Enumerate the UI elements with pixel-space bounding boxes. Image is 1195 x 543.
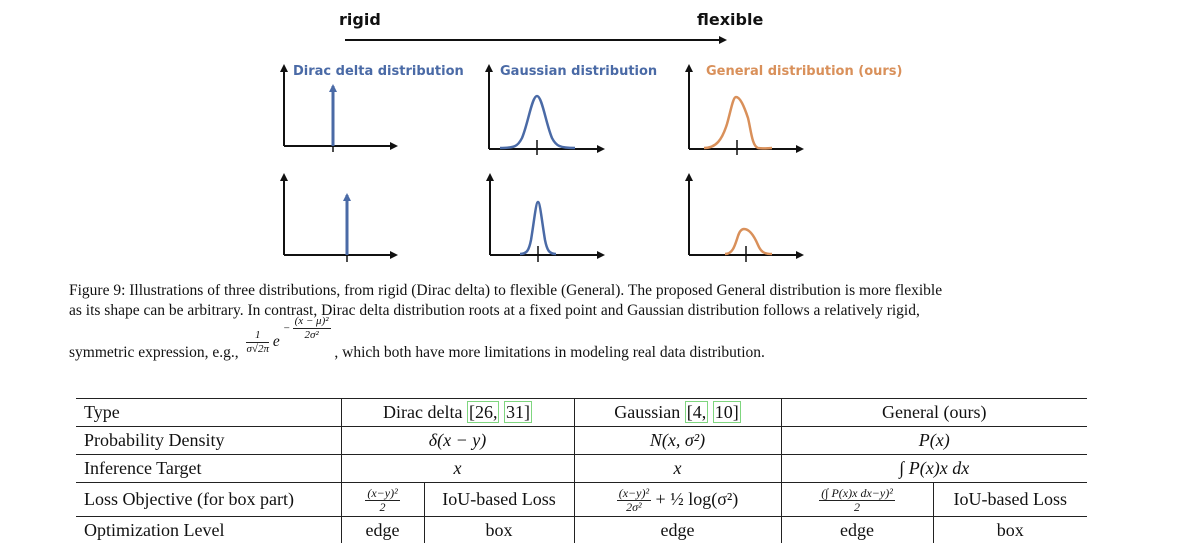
formula-coef-den: σ√2π xyxy=(246,343,268,356)
citation-26[interactable]: [26, xyxy=(467,401,500,423)
table-row-density: Probability Density δ(x − y) N(x, σ²) P(… xyxy=(76,427,1087,455)
general-box-level: box xyxy=(933,517,1087,543)
formula-exp-sign: − xyxy=(284,323,290,335)
formula-exp-den: 2σ² xyxy=(293,329,331,342)
distribution-comparison-table: Type Dirac delta [26, 31] Gaussian [4, 1… xyxy=(76,398,1087,543)
dirac-density: δ(x − y) xyxy=(341,427,574,455)
general-box-loss: IoU-based Loss xyxy=(933,483,1087,517)
citation-31[interactable]: 31] xyxy=(504,401,532,423)
general-inference: ∫ P(x)x dx xyxy=(781,455,1087,483)
row-label-optimization: Optimization Level xyxy=(76,517,341,543)
general-plot-bottom xyxy=(689,175,802,262)
dirac-delta-plot-top xyxy=(284,66,396,152)
caption-line3-prefix: symmetric expression, e.g., xyxy=(69,344,239,361)
formula-coef-num: 1 xyxy=(246,329,268,343)
distribution-figure xyxy=(0,0,1195,270)
dirac-inference: x xyxy=(341,455,574,483)
header-gaussian: Gaussian [4, 10] xyxy=(574,399,781,427)
row-label-inference: Inference Target xyxy=(76,455,341,483)
dirac-box-level: box xyxy=(424,517,574,543)
general-plot-top xyxy=(689,66,802,155)
figure-caption-line3: symmetric expression, e.g., 1 σ√2π e − (… xyxy=(69,325,765,365)
citation-10[interactable]: 10] xyxy=(713,401,741,423)
dirac-box-loss: IoU-based Loss xyxy=(424,483,574,517)
row-label-density: Probability Density xyxy=(76,427,341,455)
general-edge-level: edge xyxy=(781,517,933,543)
gaussian-level: edge xyxy=(574,517,781,543)
gaussian-formula: 1 σ√2π e − (x − μ)² 2σ² xyxy=(246,329,330,356)
formula-exp-num: (x − μ)² xyxy=(293,315,331,329)
gaussian-plot-bottom xyxy=(490,175,603,262)
row-label-loss: Loss Objective (for box part) xyxy=(76,483,341,517)
figure-caption-line2: as its shape can be arbitrary. In contra… xyxy=(69,301,920,321)
dirac-edge-level: edge xyxy=(341,517,424,543)
formula-base: e xyxy=(273,333,280,350)
citation-4[interactable]: [4, xyxy=(685,401,709,423)
header-general: General (ours) xyxy=(781,399,1087,427)
gaussian-plot-top xyxy=(489,66,603,155)
figure-caption-line1: Figure 9: Illustrations of three distrib… xyxy=(69,281,942,301)
caption-line3-suffix: , which both have more limitations in mo… xyxy=(334,344,764,361)
general-density: P(x) xyxy=(781,427,1087,455)
dirac-delta-plot-bottom xyxy=(284,175,396,262)
table-row-optimization: Optimization Level edge box edge edge bo… xyxy=(76,517,1087,543)
table-row-inference: Inference Target x x ∫ P(x)x dx xyxy=(76,455,1087,483)
table-row-type: Type Dirac delta [26, 31] Gaussian [4, 1… xyxy=(76,399,1087,427)
header-dirac: Dirac delta [26, 31] xyxy=(341,399,574,427)
row-label-type: Type xyxy=(76,399,341,427)
gaussian-inference: x xyxy=(574,455,781,483)
gaussian-density: N(x, σ²) xyxy=(574,427,781,455)
